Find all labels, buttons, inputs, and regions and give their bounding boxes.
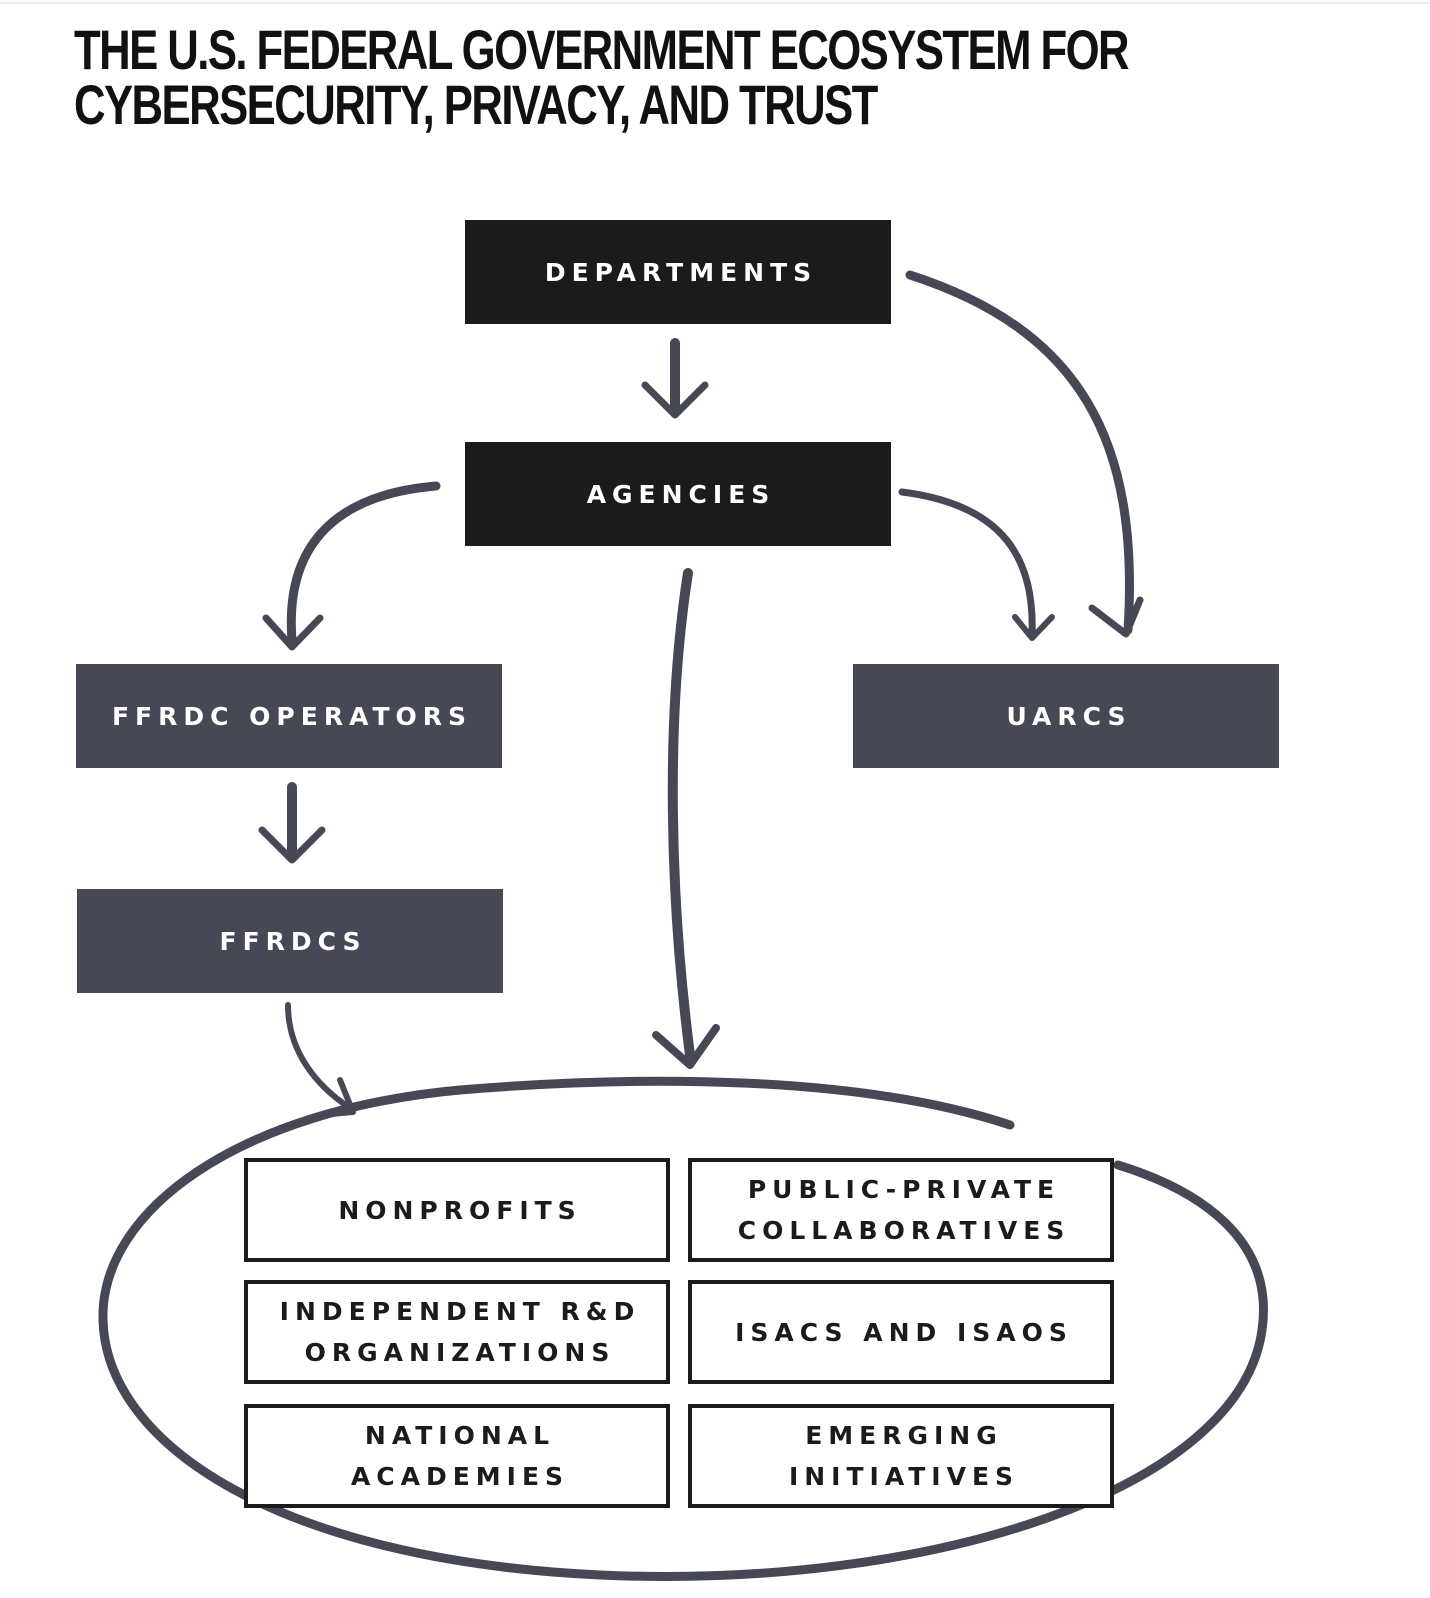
top-divider (0, 2, 1430, 4)
arrow-head-agencies-to-group (652, 1024, 720, 1069)
arrow-head-agencies-to-ffrdc-operators (262, 614, 324, 651)
node-public-private-collaboratives: PUBLIC-PRIVATE COLLABORATIVES (688, 1158, 1114, 1262)
arrow-head-departments-to-agencies (641, 381, 709, 419)
arrow-head-agencies-to-uarcs (1012, 614, 1055, 641)
arrow-agencies-to-ffrdc-operators (286, 481, 441, 645)
node-nonprofits: NONPROFITS (244, 1158, 670, 1262)
node-national-academies: NATIONAL ACADEMIES (244, 1404, 670, 1508)
node-independent-rd-organizations: INDEPENDENT R&D ORGANIZATIONS (244, 1280, 670, 1384)
node-departments: DEPARTMENTS (465, 220, 891, 324)
node-uarcs: UARCS (853, 664, 1279, 768)
arrow-departments-to-uarcs (905, 270, 1134, 635)
arrow-head-ffrdcs-to-group (317, 1077, 356, 1118)
ecosystem-group-ellipse (98, 1076, 1268, 1581)
arrow-ffrdcs-to-group (285, 1002, 353, 1111)
node-ffrdc-operators: FFRDC OPERATORS (76, 664, 502, 768)
node-isacs-and-isaos: ISACS AND ISAOS (688, 1280, 1114, 1384)
arrow-agencies-to-uarcs (898, 488, 1036, 639)
arrow-head-ffrdc-operators-to-ffrdcs (258, 826, 326, 864)
node-emerging-initiatives: EMERGING INITIATIVES (688, 1404, 1114, 1508)
node-ffrdcs: FFRDCS (77, 889, 503, 993)
arrow-head-departments-to-uarcs (1088, 596, 1144, 638)
title-line-2: CYBERSECURITY, PRIVACY, AND TRUST (74, 73, 878, 136)
node-agencies: AGENCIES (465, 442, 891, 546)
arrow-agencies-to-group (667, 568, 695, 1060)
